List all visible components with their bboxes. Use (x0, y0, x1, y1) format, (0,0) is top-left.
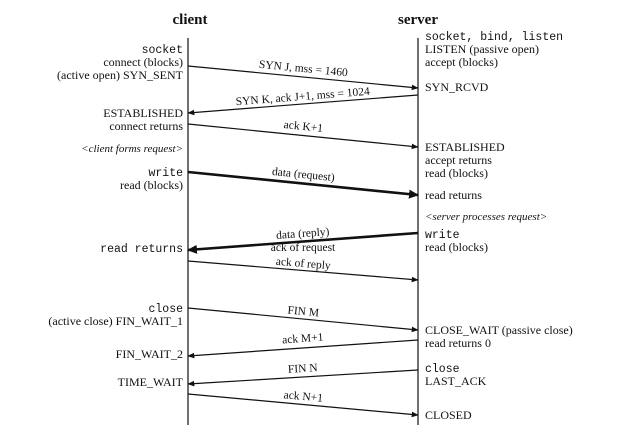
server-label-read-blocks: read (blocks) (425, 166, 488, 180)
server-label-close-wait: CLOSE_WAIT (passive close) (425, 323, 573, 337)
client-label-forms-request: <client forms request> (81, 143, 183, 155)
client-label-close: close (148, 303, 183, 316)
data-request-arrow (187, 170, 419, 199)
syn-k-label: SYN K, ack J+1, mss = 1024 (235, 86, 370, 109)
server-label-accept-returns: accept returns (425, 153, 492, 167)
server-label-syn-rcvd: SYN_RCVD (425, 80, 489, 94)
server-label-established: ESTABLISHED (425, 140, 505, 154)
ack-reply-arrow (187, 260, 419, 283)
server-label-listen: LISTEN (passive open) (425, 42, 539, 56)
server-label-accept-blocks: accept (blocks) (425, 55, 498, 69)
ack-n-label: ack N+1 (283, 389, 324, 405)
server-header: server (398, 12, 438, 28)
server-label-read-blocks-2: read (blocks) (425, 240, 488, 254)
ack-k-label: ack K+1 (283, 119, 324, 135)
syn-j-label: SYN J, mss = 1460 (258, 59, 348, 80)
client-label-established: ESTABLISHED (103, 106, 183, 120)
fin-n-arrow (187, 369, 419, 387)
client-label-fin-wait-1: (active close) FIN_WAIT_1 (48, 314, 183, 328)
client-label-connect-blocks: connect (blocks) (103, 55, 183, 69)
ack-m-arrow (187, 339, 419, 359)
data-reply-arrow (187, 231, 419, 254)
fin-m-arrow (187, 307, 419, 333)
server-label-closed: CLOSED (425, 408, 472, 422)
server-label-processes-request: <server processes request> (425, 211, 547, 223)
client-label-fin-wait-2: FIN_WAIT_2 (116, 347, 183, 361)
data-reply-label: data (reply) (276, 226, 330, 242)
ack-of-reply-label: ack of reply (275, 256, 331, 272)
syn-j-arrow (187, 65, 419, 91)
client-label-syn-sent: (active open) SYN_SENT (57, 68, 184, 82)
client-label-socket: socket (142, 44, 183, 57)
client-label-read-blocks: read (blocks) (120, 178, 183, 192)
ack-k-arrow (187, 123, 419, 150)
client-header: client (173, 12, 208, 28)
ack-m-label: ack M+1 (282, 332, 324, 347)
ack-n-arrow (187, 393, 419, 418)
client-label-read-returns: read returns (100, 243, 183, 256)
client-label-write: write (148, 167, 183, 180)
client-label-time-wait: TIME_WAIT (118, 375, 184, 389)
ack-of-request-label: ack of request (271, 242, 336, 254)
server-label-write: write (425, 229, 460, 242)
fin-n-label: FIN N (288, 362, 319, 376)
syn-k-arrow (187, 94, 419, 116)
server-label-read-returns: read returns (425, 188, 482, 202)
server-label-last-ack: LAST_ACK (425, 374, 487, 388)
server-label-close: close (425, 363, 460, 376)
fin-m-label: FIN M (287, 305, 320, 320)
server-label-socket-bind-listen: socket, bind, listen (425, 31, 563, 44)
server-label-read-returns-0: read returns 0 (425, 336, 491, 350)
client-label-connect-returns: connect returns (109, 119, 183, 133)
